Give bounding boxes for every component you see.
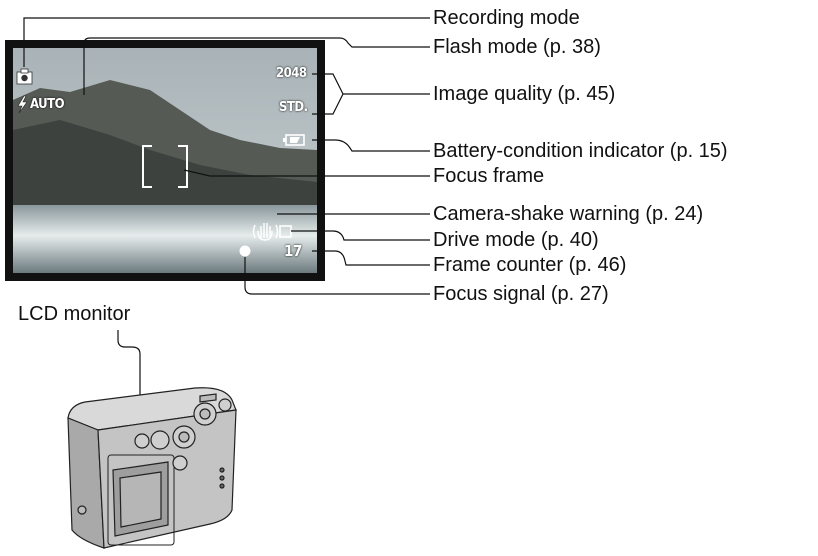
frame-count-text: 17 [284,242,302,260]
battery-icon [283,134,305,146]
focus-signal-dot [239,245,251,257]
line-drive-mode [291,230,430,241]
label-lcd-monitor: LCD monitor [18,303,131,325]
label-recording-mode: Recording mode [433,7,580,29]
camera-flip-frame [107,454,175,546]
line-flash-mode [83,37,430,95]
callout-lines [23,17,430,455]
label-battery-indicator: Battery-condition indicator (p. 15) [433,140,728,162]
camera-button-play [172,455,188,471]
camera-lcd-screen [119,471,162,528]
camera-strap-lug [199,393,217,403]
label-image-quality: Image quality (p. 45) [433,83,616,105]
camera-shutter [218,398,232,412]
line-recording-mode [23,17,430,67]
camera-illustration [67,387,237,549]
image-size-text: 2048 [276,66,307,81]
screen-hills-dark [13,120,317,215]
camera-icon [16,68,33,85]
focus-frame-brackets [142,145,188,188]
label-drive-mode: Drive mode (p. 40) [433,229,599,251]
line-lcd-monitor [117,330,141,455]
label-flash-mode: Flash mode (p. 38) [433,36,601,58]
label-focus-signal: Focus signal (p. 27) [433,283,609,305]
camera-shake-icon [252,223,279,241]
line-frame-counter [312,250,430,266]
line-focus-signal [244,257,430,295]
camera-button-small [134,433,150,449]
camera-button-menu [150,430,170,450]
quality-text: STD. [279,100,308,115]
screen-sea [13,205,317,273]
flash-auto-text: AUTO [30,97,65,112]
line-focus-frame [183,169,430,177]
label-camera-shake-warning: Camera-shake warning (p. 24) [433,203,704,225]
label-frame-counter: Frame counter (p. 46) [433,254,627,276]
line-battery [312,139,430,152]
label-focus-frame: Focus frame [433,165,545,187]
line-image-quality [312,73,430,115]
camera-top [67,387,237,431]
flash-icon [17,95,28,114]
